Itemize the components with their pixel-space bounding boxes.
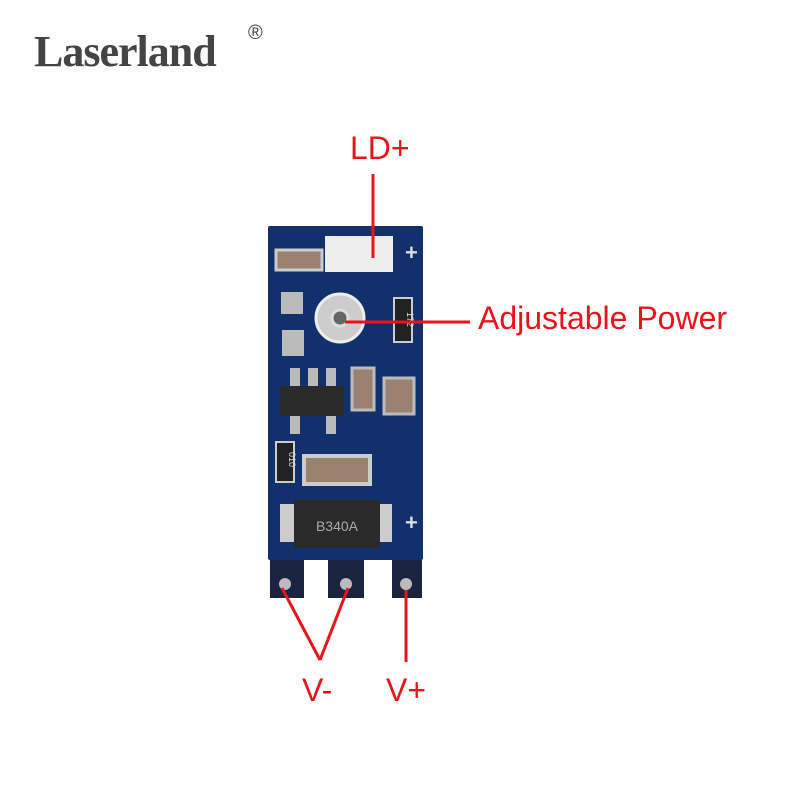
brand-logo: Laserland	[34, 27, 217, 76]
registered-mark: ®	[248, 22, 263, 44]
regulator-chip	[280, 386, 344, 416]
plus-mark-bottom: +	[405, 510, 418, 535]
plus-mark-top: +	[405, 240, 418, 265]
resistor-marking-1: 172	[405, 312, 415, 327]
annotation-lines	[280, 174, 470, 662]
v-minus-label: V-	[302, 672, 333, 708]
pcb-board: + 172 010 B340A +	[268, 226, 423, 598]
ld-plus-label: LD+	[350, 130, 410, 166]
diode-marking: B340A	[316, 518, 359, 534]
schottky-diode	[294, 500, 380, 548]
resistor-marking-2: 010	[287, 452, 297, 467]
adjustable-power-label: Adjustable Power	[478, 300, 728, 336]
v-plus-label: V+	[386, 672, 427, 708]
